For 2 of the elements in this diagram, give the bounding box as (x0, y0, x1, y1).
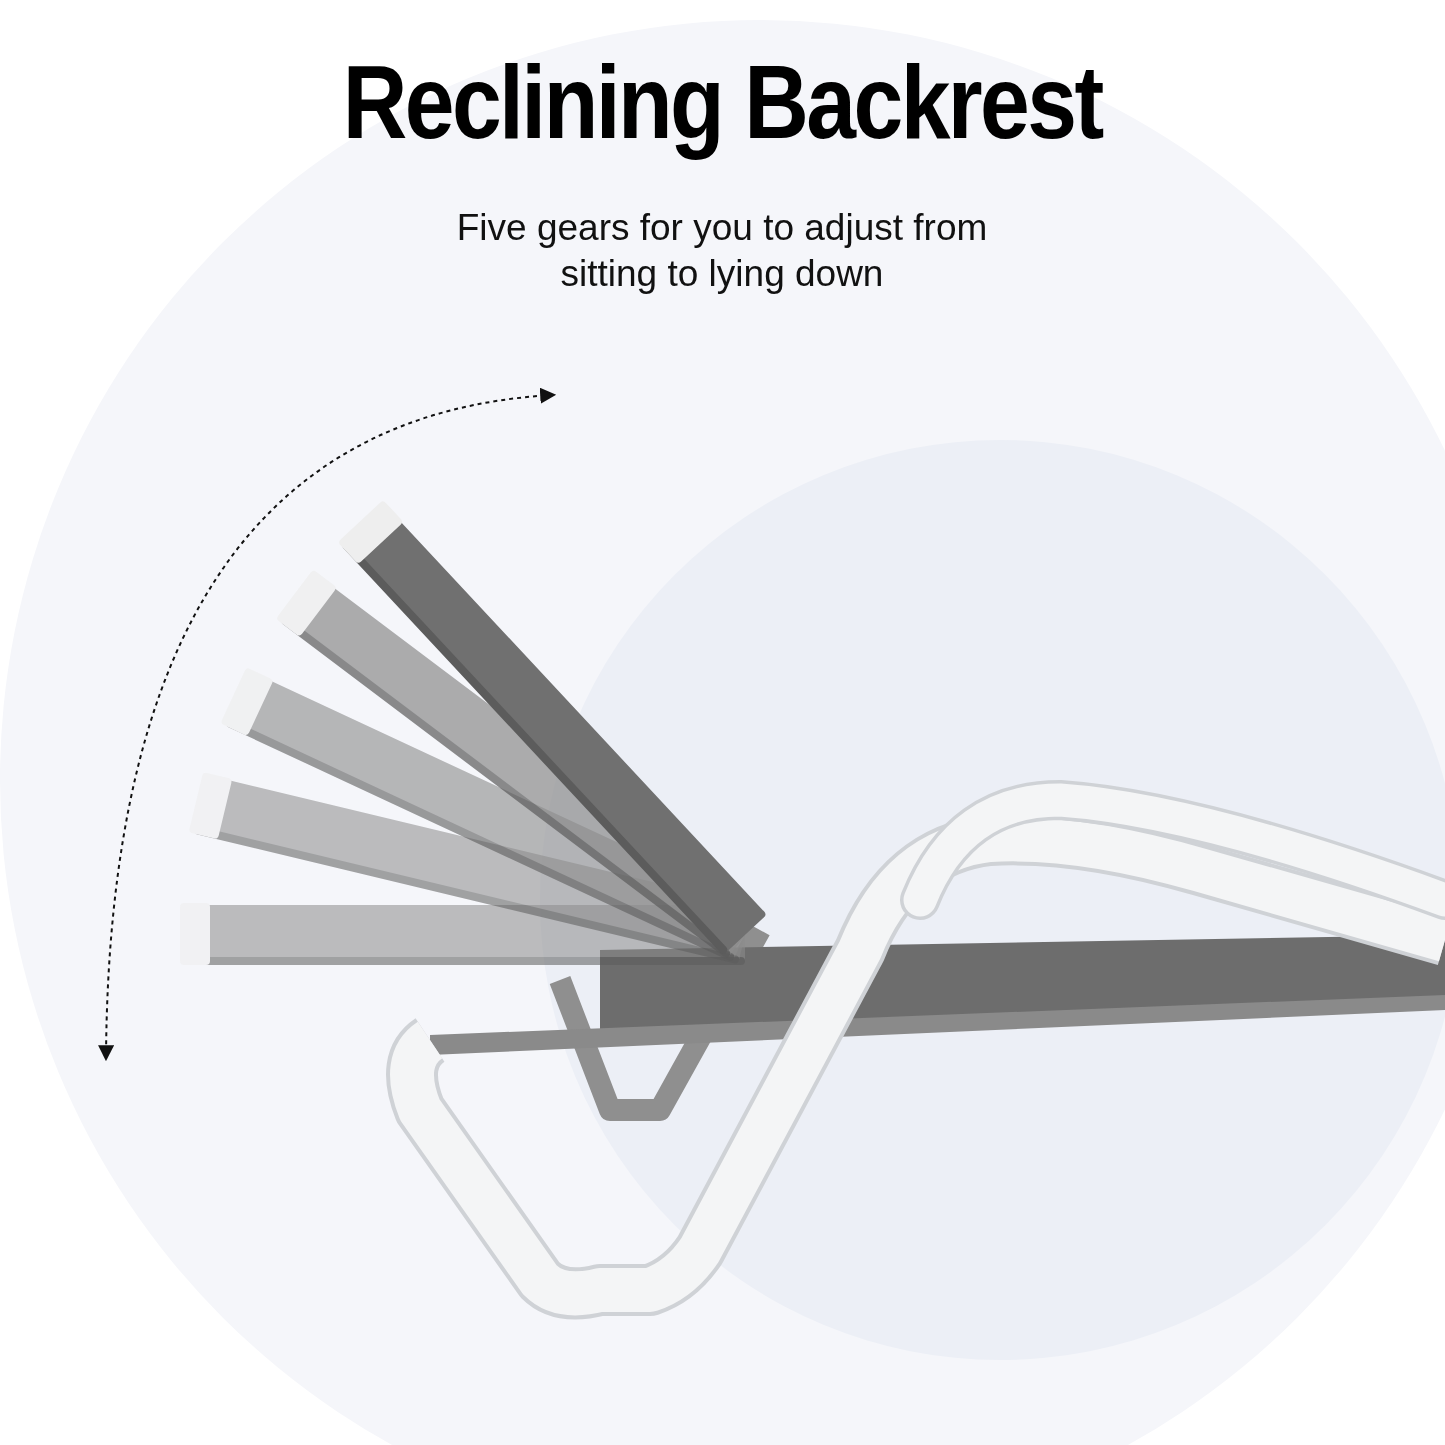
subheading: Five gears for you to adjust from sitting to lying down (455, 206, 989, 296)
heading: Reclining Backrest (343, 43, 1102, 162)
